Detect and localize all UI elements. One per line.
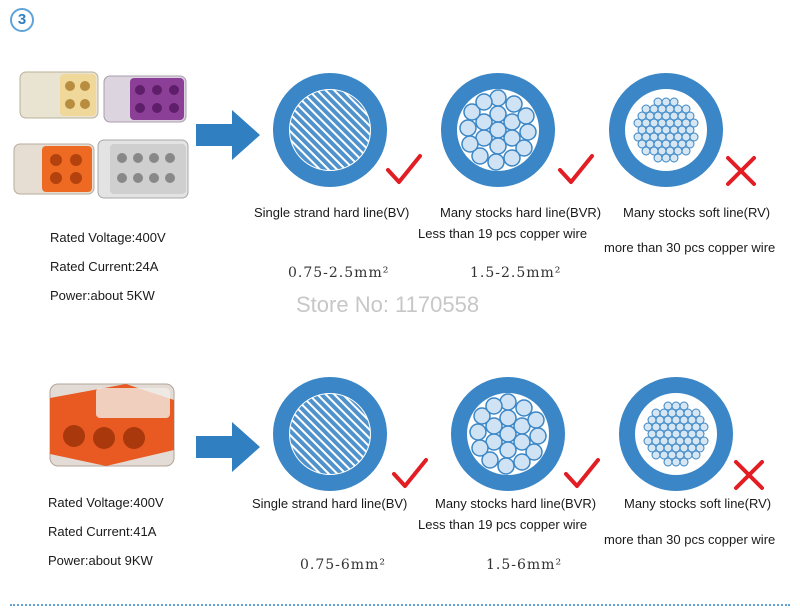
connector-grey-icon bbox=[97, 139, 189, 199]
range-bv: 0.75-6mm² bbox=[300, 557, 386, 573]
wire-label-bvr: Many stocks hard line(BVR) bbox=[435, 496, 597, 511]
multi-strand-soft-wire-icon bbox=[619, 377, 733, 491]
range-bvr: 1.5-6mm² bbox=[486, 557, 563, 573]
connector-group-image bbox=[13, 71, 189, 199]
rated-current: Rated Current:24A bbox=[50, 259, 159, 274]
multi-strand-hard-wire-icon bbox=[451, 377, 565, 491]
multi-strand-hard-wire-icon bbox=[441, 73, 555, 187]
range-bvr: 1.5-2.5mm² bbox=[470, 265, 562, 281]
rated-voltage: Rated Voltage:400V bbox=[48, 495, 164, 510]
wire-note-bvr: Less than 19 pcs copper wire bbox=[418, 226, 588, 241]
arrow-right-icon bbox=[196, 110, 260, 160]
range-bv: 0.75-2.5mm² bbox=[288, 265, 390, 281]
wire-label-rv: Many stocks soft line(RV) bbox=[624, 496, 772, 511]
connector-orange-icon bbox=[13, 143, 95, 195]
rated-voltage: Rated Voltage:400V bbox=[50, 230, 166, 245]
connector-yellow-icon bbox=[19, 71, 99, 119]
wire-label-bvr: Many stocks hard line(BVR) bbox=[440, 205, 602, 220]
wire-note-rv: more than 30 pcs copper wire bbox=[604, 240, 776, 255]
cross-icon bbox=[726, 156, 756, 186]
wire-label-rv: Many stocks soft line(RV) bbox=[623, 205, 771, 220]
single-strand-wire-icon bbox=[273, 73, 387, 187]
wire-note-rv: more than 30 pcs copper wire bbox=[604, 532, 776, 547]
rated-current: Rated Current:41A bbox=[48, 524, 157, 539]
cross-icon bbox=[734, 460, 764, 490]
power-rating: Power:about 9KW bbox=[48, 553, 153, 568]
step-number-badge: 3 bbox=[10, 8, 34, 32]
store-watermark: Store No: 1170558 bbox=[296, 292, 480, 317]
dotted-divider bbox=[10, 604, 790, 606]
check-icon bbox=[392, 458, 428, 488]
check-icon bbox=[386, 154, 422, 184]
multi-strand-soft-wire-icon bbox=[609, 73, 723, 187]
single-strand-wire-icon bbox=[273, 377, 387, 491]
check-icon bbox=[564, 458, 600, 488]
check-icon bbox=[558, 154, 594, 184]
arrow-right-icon bbox=[196, 422, 260, 472]
connector-orange-3way-icon bbox=[49, 383, 175, 467]
power-rating: Power:about 5KW bbox=[50, 288, 155, 303]
connector-purple-icon bbox=[103, 75, 187, 123]
wire-note-bvr: Less than 19 pcs copper wire bbox=[418, 517, 588, 532]
wire-label-bv: Single strand hard line(BV) bbox=[254, 205, 410, 220]
wire-label-bv: Single strand hard line(BV) bbox=[252, 496, 408, 511]
